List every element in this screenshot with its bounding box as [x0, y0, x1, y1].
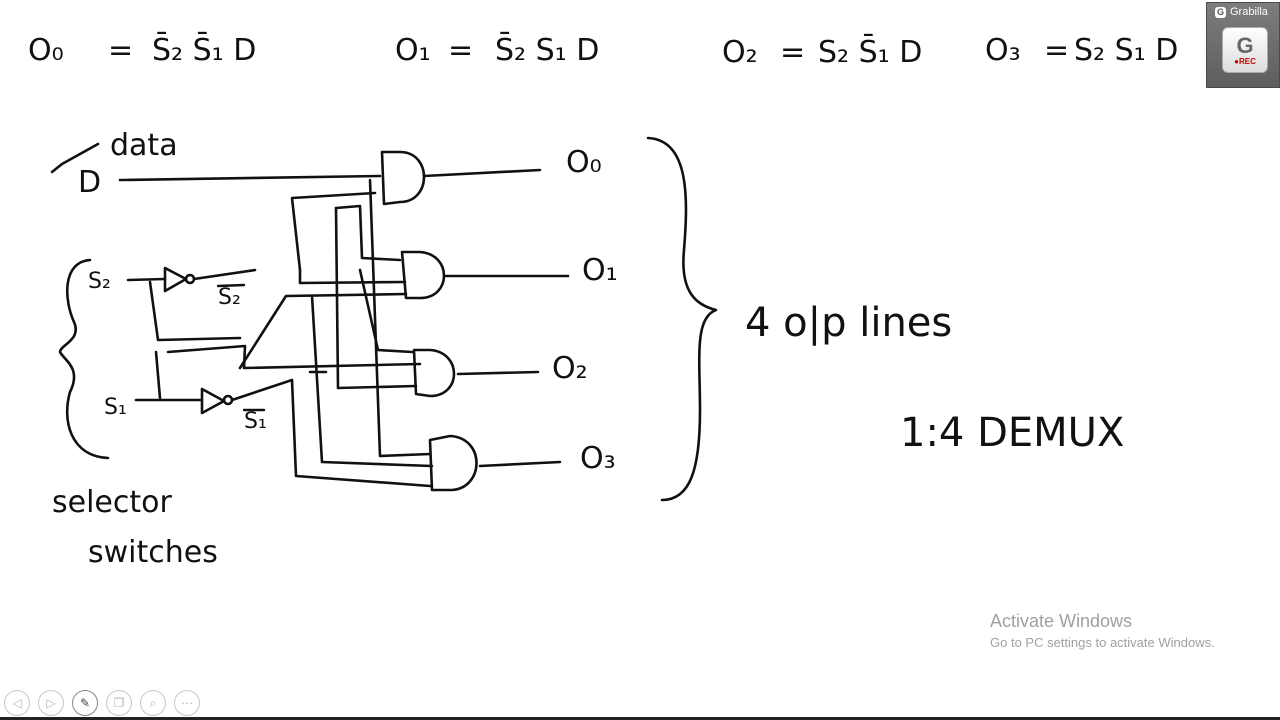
output-wire-2: [456, 370, 540, 376]
s1-inverter: [200, 387, 226, 415]
equation-o0-lhs: O₀: [28, 33, 64, 68]
zoom-icon[interactable]: ⌕: [140, 690, 166, 716]
output-label-o1: O₁: [582, 253, 618, 288]
d-wire: [118, 174, 382, 182]
pages-icon[interactable]: ❐: [106, 690, 132, 716]
equation-o3-lhs: O₃: [985, 33, 1021, 68]
equation-o2-rhs: S₂ S̄₁ D: [818, 34, 922, 70]
output-label-o2: O₂: [552, 351, 588, 386]
s2-bar-label: S₂: [218, 285, 241, 310]
grabilla-title: Grabilla: [1230, 6, 1268, 18]
and-gate-2: [412, 348, 456, 398]
s2-bar-overline: [216, 283, 246, 288]
output-label-o0: O₀: [566, 145, 602, 180]
grabilla-g-icon: G: [1236, 32, 1254, 58]
check-mark: [50, 142, 100, 174]
equation-o1-eq: =: [448, 33, 473, 68]
data-label: data: [110, 128, 178, 163]
and-gate-0: [380, 150, 426, 206]
grabilla-widget[interactable]: G Grabilla G ●REC: [1206, 2, 1280, 88]
grabilla-logo-icon: G: [1215, 6, 1226, 18]
s1-bar-label: S₁: [244, 409, 267, 434]
watermark-title: Activate Windows: [990, 611, 1133, 631]
equation-o2-lhs: O₂: [722, 35, 758, 70]
watermark-subtitle: Go to PC settings to activate Windows.: [990, 635, 1215, 650]
equation-o0: O₀ = S̄₂ S̄₁ D: [28, 32, 256, 68]
more-icon[interactable]: ⋯: [174, 690, 200, 716]
selector-label-line2: switches: [88, 535, 218, 570]
s1-input-label: S₁: [104, 395, 127, 420]
s2-inverter: [163, 266, 188, 293]
and-gate-3: [428, 434, 478, 492]
activate-windows-watermark: Activate Windows Go to PC settings to ac…: [990, 611, 1215, 650]
pen-icon[interactable]: ✎: [72, 690, 98, 716]
s2-wire: [126, 277, 167, 282]
grabilla-rec-label: ●REC: [1234, 56, 1256, 66]
equation-o0-eq: =: [108, 33, 133, 68]
equation-o1-rhs: S̄₂ S₁ D: [495, 32, 599, 68]
grabilla-header: G Grabilla: [1207, 3, 1279, 18]
s2-input-label: S₂: [88, 269, 111, 294]
arrow-left-icon[interactable]: ◁: [4, 690, 30, 716]
s2-bar-wire: [192, 268, 257, 281]
arrow-right-icon[interactable]: ▷: [38, 690, 64, 716]
and-gate-1: [400, 250, 446, 300]
equation-o1: O₁ = S̄₂ S₁ D: [395, 32, 599, 68]
window-bottom-edge: [0, 717, 1280, 720]
output-wire-0: [422, 168, 542, 178]
op-lines-note: 4 o|p lines: [745, 300, 952, 346]
selector-bus: [148, 178, 434, 488]
equation-o1-lhs: O₁: [395, 33, 431, 68]
equation-o3-eq: =: [1044, 33, 1069, 68]
equation-o0-rhs: S̄₂ S̄₁ D: [152, 32, 256, 68]
output-wire-3: [478, 460, 562, 468]
grabilla-record-button[interactable]: G ●REC: [1222, 27, 1268, 73]
output-brace: [646, 136, 718, 502]
demux-note: 1:4 DEMUX: [900, 410, 1124, 456]
output-label-o3: O₃: [580, 441, 616, 476]
equation-o3-rhs: S₂ S₁ D: [1074, 33, 1178, 68]
selector-brace: [58, 258, 110, 460]
equation-o2: O₂ = S₂ S̄₁ D: [722, 34, 922, 70]
bottom-toolbar: ◁ ▷ ✎ ❐ ⌕ ⋯: [4, 690, 200, 716]
equation-o3: O₃ = S₂ S₁ D: [985, 33, 1178, 68]
equation-o2-eq: =: [780, 35, 805, 70]
s1-bar-wire: [230, 378, 294, 402]
d-input-label: D: [78, 165, 101, 200]
selector-label-line1: selector: [52, 485, 172, 520]
